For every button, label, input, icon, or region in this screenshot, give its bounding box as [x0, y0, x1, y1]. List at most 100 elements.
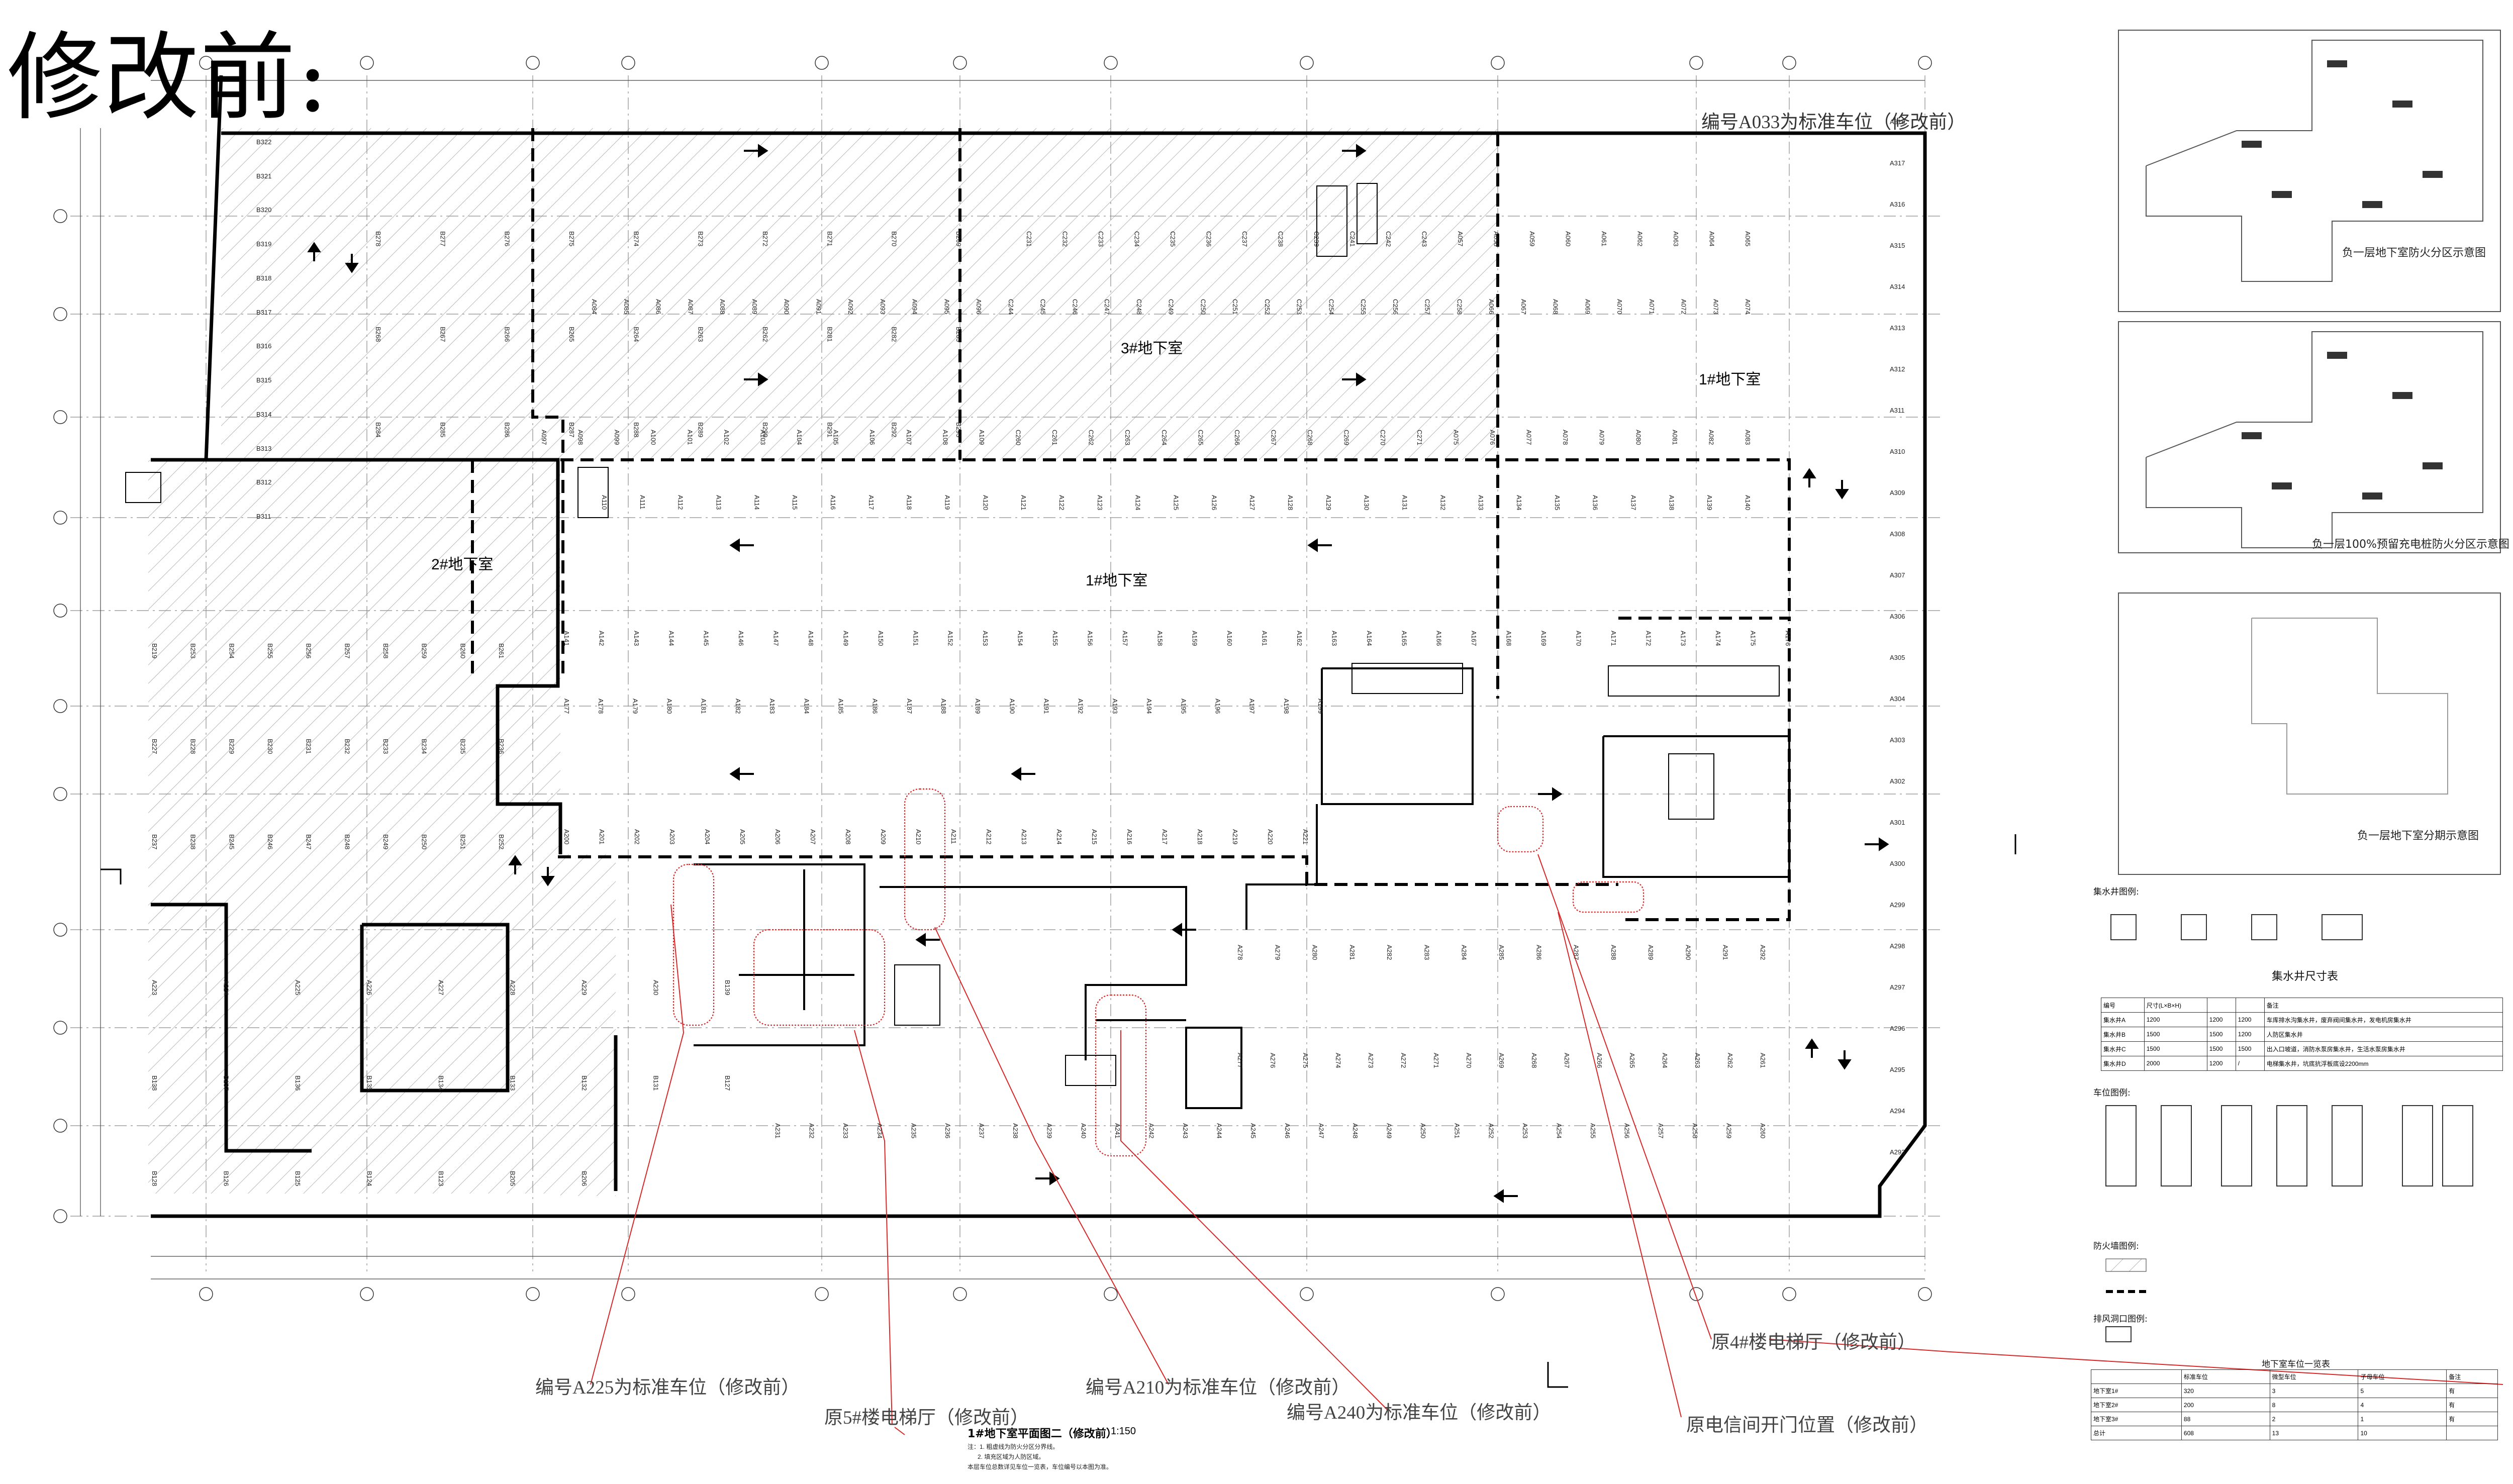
parking-space-label: A261 — [1759, 1053, 1767, 1068]
table-cell: 13 — [2269, 1426, 2359, 1440]
parking-space-label: A266 — [1596, 1053, 1603, 1068]
parking-space-label: A205 — [739, 829, 746, 845]
side-title-phasing: 负一层地下室分期示意图 — [2357, 830, 2479, 842]
parking-space-label: B229 — [228, 739, 236, 754]
table-cell — [2206, 998, 2236, 1013]
parking-space-label: B230 — [266, 739, 274, 754]
parking-space-label: A223 — [151, 980, 158, 996]
parking-space-label: A281 — [1348, 945, 1356, 960]
parking-space-label: A151 — [912, 631, 920, 646]
parking-space-label: C239 — [1313, 231, 1320, 247]
parking-space-label: A187 — [905, 699, 913, 714]
parking-space-label: C242 — [1385, 231, 1392, 247]
parking-space-label: B316 — [256, 342, 272, 350]
parking-space-label: B314 — [256, 410, 272, 418]
thumbnail-zones — [2242, 60, 2443, 500]
parking-space-label: B232 — [343, 739, 351, 754]
parking-space-label: A133 — [1477, 495, 1485, 511]
table-cell: 5 — [2358, 1383, 2447, 1398]
parking-space-label: A110 — [601, 495, 608, 510]
car-legend — [2105, 1105, 2473, 1186]
parking-space-label: A210 — [915, 829, 922, 845]
parking-space-label: B253 — [189, 643, 197, 659]
parking-space-label: A095 — [943, 299, 951, 315]
parking-space-label: C269 — [1342, 430, 1350, 446]
table-cell: 集水井B — [2101, 1027, 2145, 1042]
parking-space-label: A150 — [877, 631, 885, 646]
parking-space-label: A286 — [1535, 945, 1543, 960]
parking-space-label: C256 — [1391, 299, 1399, 315]
parking-space-label: A221 — [1302, 829, 1309, 845]
table-cell: 1500 — [2235, 1041, 2265, 1056]
parking-space-label: A291 — [1721, 945, 1729, 960]
table-cell: 集水井D — [2101, 1056, 2145, 1071]
parking-space-label: A122 — [1058, 495, 1066, 511]
parking-space-label: A084 — [591, 299, 598, 315]
parking-space-label: A186 — [871, 699, 879, 714]
parking-space-label: B236 — [498, 739, 505, 754]
parking-space-label: A123 — [1096, 495, 1104, 511]
side-title-charging-zones: 负一层100%预留充电桩防火分区示意图 — [2312, 538, 2509, 551]
parking-space-label: A124 — [1134, 495, 1142, 511]
parking-space-label: A136 — [1591, 495, 1599, 511]
parking-space-label: A080 — [1634, 430, 1642, 445]
parking-space-label: A172 — [1645, 631, 1653, 646]
parking-space-label: A082 — [1707, 430, 1715, 445]
parking-space-label: B292 — [890, 422, 898, 438]
parking-space-label: C236 — [1205, 231, 1213, 247]
parking-space-label: B276 — [503, 231, 511, 247]
parking-space-label: A106 — [868, 430, 877, 445]
leader-lines — [590, 854, 2503, 1435]
parking-space-label: C244 — [1007, 299, 1015, 315]
parking-space-label: A179 — [631, 699, 639, 714]
parking-space-label: A311 — [1890, 407, 1905, 414]
parking-space-label: A076 — [1488, 430, 1496, 445]
parking-space-label: A087 — [687, 299, 695, 315]
parking-space-label: A202 — [633, 829, 641, 845]
parking-space-label: C250 — [1199, 299, 1207, 315]
parking-space-label: A243 — [1182, 1123, 1190, 1139]
parking-space-label: A297 — [1890, 983, 1905, 991]
zone-label-b2: 2#地下室 — [431, 556, 494, 573]
parking-space-label: A060 — [1564, 231, 1572, 247]
parking-space-label: A206 — [774, 829, 782, 845]
parking-space-label: A152 — [946, 631, 954, 646]
parking-space-label: A233 — [842, 1123, 850, 1139]
parking-space-label: C264 — [1160, 430, 1168, 446]
parking-space-label: A232 — [808, 1123, 816, 1139]
parking-space-label: A185 — [837, 699, 845, 714]
parking-space-label: A263 — [1694, 1053, 1701, 1068]
parking-space-label: A310 — [1890, 448, 1905, 455]
parking-space-label: A098 — [576, 430, 585, 445]
table-cell: 1200 — [2206, 1012, 2236, 1027]
parking-space-label: A075 — [1452, 430, 1460, 445]
parking-space-label: A284 — [1460, 945, 1468, 960]
parking-space-label: A289 — [1647, 945, 1655, 960]
parking-space-label: B266 — [503, 327, 511, 342]
parking-space-label: A175 — [1749, 631, 1757, 646]
parking-space-label: A113 — [715, 495, 723, 510]
parking-space-label: A216 — [1126, 829, 1133, 845]
table-row: 编号尺寸(L×B×H)备注 — [2101, 998, 2503, 1013]
parking-space-label: A061 — [1600, 231, 1608, 247]
parking-space-label: A188 — [940, 699, 947, 714]
parking-space-label: B262 — [761, 327, 769, 342]
parking-space-label: B125 — [294, 1171, 302, 1186]
parking-space-label: B227 — [151, 739, 158, 754]
parking-space-label: A209 — [880, 829, 887, 845]
page-title: 修改前: — [7, 22, 330, 133]
parking-space-label: A301 — [1890, 819, 1905, 826]
table-cell: 集水井C — [2101, 1041, 2145, 1056]
parking-space-label: B135 — [365, 1075, 373, 1091]
parking-space-label: B271 — [826, 231, 834, 247]
parking-space-label: A169 — [1540, 631, 1548, 646]
parking-space-label: A251 — [1453, 1123, 1461, 1139]
sump-table-heading: 集水井尺寸表 — [2272, 970, 2339, 983]
parking-space-label: A104 — [796, 430, 804, 445]
parking-space-label: A120 — [982, 495, 990, 511]
table-cell: 有 — [2446, 1412, 2498, 1426]
parking-space-label: A275 — [1302, 1053, 1309, 1068]
parking-space-label: A171 — [1609, 631, 1617, 646]
zone-label-b1-center: 1#地下室 — [1086, 572, 1148, 589]
